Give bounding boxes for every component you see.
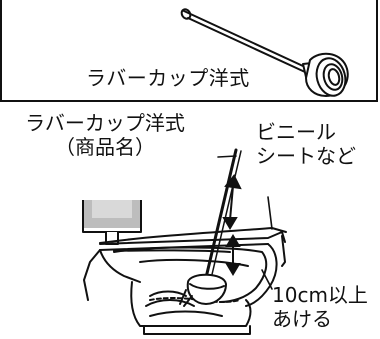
vinyl-sheet-callout-label: ビニール シートなど	[256, 120, 356, 168]
up-down-arrow-icon	[222, 174, 242, 230]
plunger-callout-label: ラバーカップ洋式 （商品名）	[6, 111, 204, 159]
vinyl-callout-line-1: ビニール	[256, 120, 336, 144]
product-name-label: ラバーカップ洋式	[86, 66, 250, 90]
gap-arrow-icon	[225, 234, 241, 276]
toilet-tank	[82, 200, 142, 245]
plunger-product-icon	[180, 8, 349, 97]
plunger-in-bowl	[179, 148, 242, 307]
product-illustration-panel: ラバーカップ洋式	[0, 0, 378, 102]
leader-lines	[217, 155, 273, 290]
gap-callout-line-1: 10cm以上	[272, 283, 368, 307]
plunger-callout-line-1: ラバーカップ洋式	[25, 111, 185, 135]
plunger-callout-line-2: （商品名）	[55, 135, 155, 159]
vinyl-callout-line-2: シートなど	[256, 144, 356, 168]
vinyl-sheet	[99, 227, 287, 253]
toilet-bowl	[83, 231, 286, 335]
gap-callout-line-2: あける	[272, 307, 332, 331]
gap-callout-label: 10cm以上 あける	[272, 283, 368, 331]
